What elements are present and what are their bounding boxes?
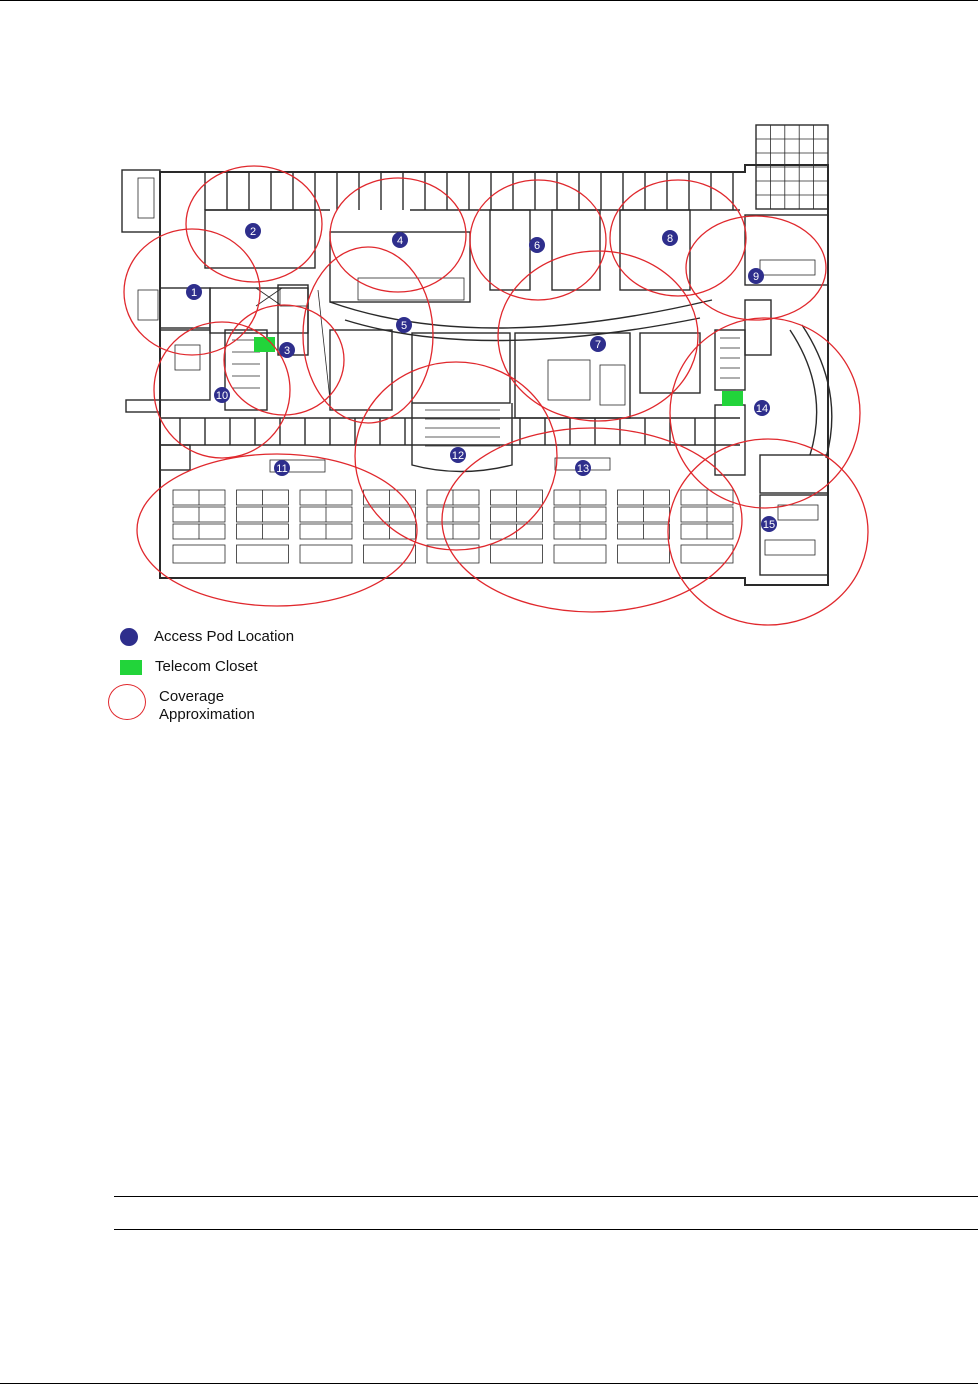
- lobby-room: [412, 333, 510, 403]
- access-pod-label: 9: [753, 271, 759, 283]
- stair-tower-west-inner: [138, 178, 154, 218]
- north-room: [552, 210, 600, 290]
- se-conference: [760, 455, 828, 493]
- access-pod-label: 14: [756, 403, 768, 415]
- access-pod: 7: [590, 336, 606, 352]
- access-pod: 14: [754, 400, 770, 416]
- access-pod: 12: [450, 447, 466, 463]
- w-room-lower-desk: [175, 345, 200, 370]
- cubicle-storage: [491, 545, 543, 563]
- access-pod-label: 1: [191, 287, 197, 299]
- se-conference-table: [765, 540, 815, 555]
- legend-closet: Telecom Closet: [108, 652, 408, 682]
- coverage-rings: [124, 166, 868, 625]
- access-pod: 11: [274, 460, 290, 476]
- coverage-ring-icon: [108, 684, 146, 720]
- cubicle-storage: [681, 545, 733, 563]
- access-pod-label: 8: [667, 233, 673, 245]
- east-middle-room: [640, 333, 700, 393]
- access-pod: 13: [575, 460, 591, 476]
- closet-swatch-icon: [120, 660, 142, 675]
- east-core-stairs: [720, 338, 740, 378]
- access-pod-label: 5: [401, 320, 407, 332]
- access-pod: 10: [214, 387, 230, 403]
- pod-swatch-icon: [120, 628, 138, 646]
- access-pod: 6: [529, 237, 545, 253]
- w-room-lower: [160, 330, 210, 400]
- access-pod-label: 2: [250, 226, 256, 238]
- access-pod-label: 4: [397, 235, 403, 247]
- w-room-detail: [138, 290, 158, 320]
- coverage-ring: [668, 439, 868, 625]
- footer-rule-upper: [114, 1196, 978, 1197]
- access-pod: 15: [761, 516, 777, 532]
- access-pod-label: 12: [452, 450, 464, 462]
- legend-pod-label: Access Pod Location: [154, 628, 294, 646]
- access-pod-label: 3: [284, 345, 290, 357]
- curved-corridor: [330, 300, 712, 328]
- access-pod-label: 7: [595, 339, 601, 351]
- east-core: [715, 330, 745, 390]
- legend-coverage-label-2: Approximation: [159, 706, 255, 724]
- sw-room: [160, 445, 190, 470]
- cubicle-storage: [554, 545, 606, 563]
- north-room: [620, 210, 690, 290]
- coverage-ring: [137, 454, 417, 606]
- cubicle-storage: [173, 545, 225, 563]
- east-service: [745, 300, 771, 355]
- diag-wall: [318, 290, 330, 400]
- footer-rule-lower: [114, 1229, 978, 1230]
- w-room: [160, 288, 210, 328]
- cubicle-storage: [237, 545, 289, 563]
- floor-plan-furniture: [138, 125, 828, 563]
- access-pod-label: 13: [577, 463, 589, 475]
- access-pod: 3: [279, 342, 295, 358]
- reception-desk: [548, 360, 590, 400]
- access-pod-label: 15: [763, 519, 775, 531]
- access-pod: 9: [748, 268, 764, 284]
- access-pod: 8: [662, 230, 678, 246]
- east-closet-room: [715, 405, 745, 475]
- legend-closet-label: Telecom Closet: [155, 658, 258, 676]
- floor-plan: 123456789101112131415: [0, 0, 978, 640]
- reception-desk: [600, 365, 625, 405]
- access-pod: 4: [392, 232, 408, 248]
- access-pod: 1: [186, 284, 202, 300]
- west-middle-room: [330, 330, 392, 410]
- nw-room: [205, 210, 315, 268]
- coverage-ring: [442, 428, 742, 612]
- access-pod: 5: [396, 317, 412, 333]
- legend-pod: Access Pod Location: [108, 622, 408, 652]
- east-curved-facade: [790, 330, 817, 455]
- cubicle-storage: [364, 545, 416, 563]
- legend-coverage: Coverage Approximation: [108, 682, 408, 724]
- floor-plan-walls: [122, 125, 832, 585]
- access-pod: 2: [245, 223, 261, 239]
- legend-coverage-label-1: Coverage: [159, 688, 224, 706]
- cubicle-storage: [300, 545, 352, 563]
- access-pod-label: 11: [276, 463, 287, 475]
- access-pod-label: 6: [534, 240, 540, 252]
- cubicle-storage: [618, 545, 670, 563]
- se-conference-table: [778, 505, 818, 520]
- pod2-area-fixture: [280, 288, 308, 306]
- ne-conference-table: [760, 260, 815, 275]
- access-pod-label: 10: [216, 390, 228, 402]
- telecom-closet: [722, 391, 743, 406]
